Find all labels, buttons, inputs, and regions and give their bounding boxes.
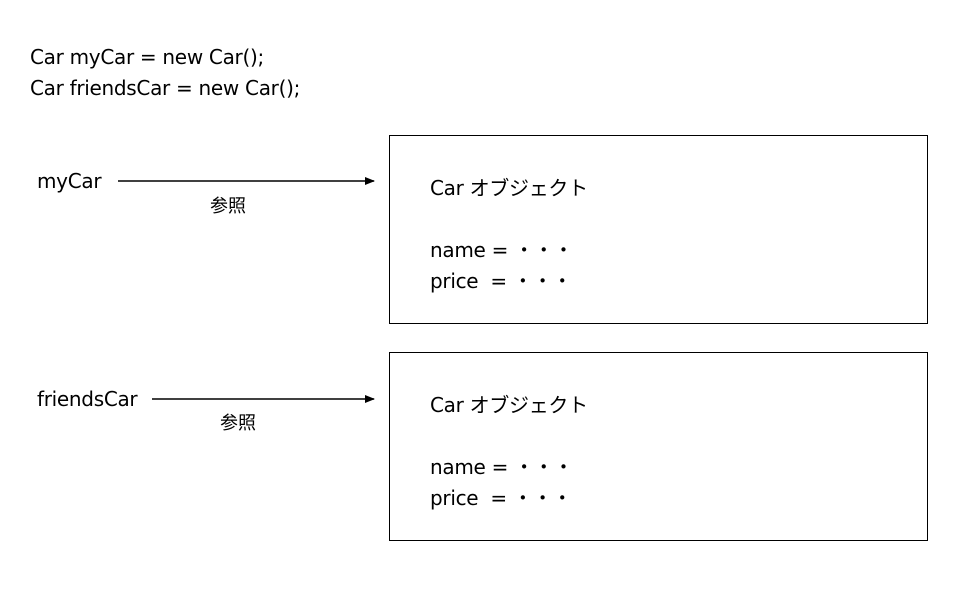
car-object-box-1: Car オブジェクト name = ・・・ price = ・・・	[389, 135, 928, 324]
car-object-box-2: Car オブジェクト name = ・・・ price = ・・・	[389, 352, 928, 541]
car-object-field-price: price = ・・・	[430, 269, 573, 293]
code-line-1: Car myCar = new Car();	[30, 45, 264, 69]
code-line-2: Car friendsCar = new Car();	[30, 76, 301, 100]
car-object-field-name: name = ・・・	[430, 238, 574, 262]
car-object-field-name: name = ・・・	[430, 455, 574, 479]
variable-friendscar: friendsCar	[37, 387, 138, 411]
car-object-title: Car オブジェクト	[430, 176, 588, 200]
variable-mycar: myCar	[37, 169, 102, 193]
car-object-title: Car オブジェクト	[430, 393, 588, 417]
reference-label-mycar: 参照	[210, 196, 246, 217]
reference-label-friendscar: 参照	[220, 413, 256, 434]
car-object-field-price: price = ・・・	[430, 486, 573, 510]
